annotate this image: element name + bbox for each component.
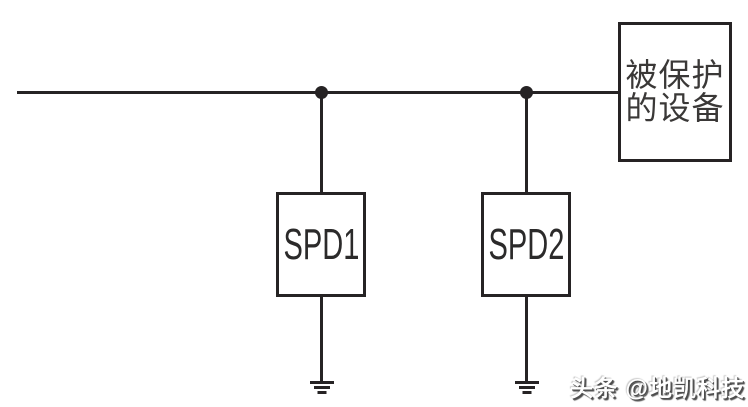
ground-bar-top bbox=[515, 381, 539, 384]
ground-icon-1 bbox=[309, 381, 335, 397]
spd1-box: SPD1 bbox=[276, 192, 366, 297]
ground-bar-bottom bbox=[522, 391, 532, 394]
ground-bar-top bbox=[310, 381, 334, 384]
ground-icon-2 bbox=[514, 381, 540, 397]
spd2-box: SPD2 bbox=[481, 192, 571, 297]
spd1-top-wire bbox=[320, 92, 323, 194]
protected-device-box: 被保护 的设备 bbox=[618, 22, 732, 162]
spd2-ground-wire bbox=[525, 294, 528, 383]
spd2-top-wire bbox=[525, 92, 528, 194]
ground-bar-middle bbox=[314, 386, 330, 389]
spd2-label: SPD2 bbox=[488, 219, 564, 269]
junction-dot-1 bbox=[315, 86, 328, 99]
watermark: 头条 @地凯科技 bbox=[570, 375, 745, 401]
spd1-ground-wire bbox=[320, 294, 323, 383]
protected-device-label-line1: 被保护 bbox=[625, 57, 725, 93]
ground-bar-middle bbox=[519, 386, 535, 389]
protected-device-label-line2: 的设备 bbox=[625, 90, 725, 126]
ground-bar-bottom bbox=[317, 391, 327, 394]
spd1-label: SPD1 bbox=[283, 219, 359, 269]
junction-dot-2 bbox=[520, 86, 533, 99]
